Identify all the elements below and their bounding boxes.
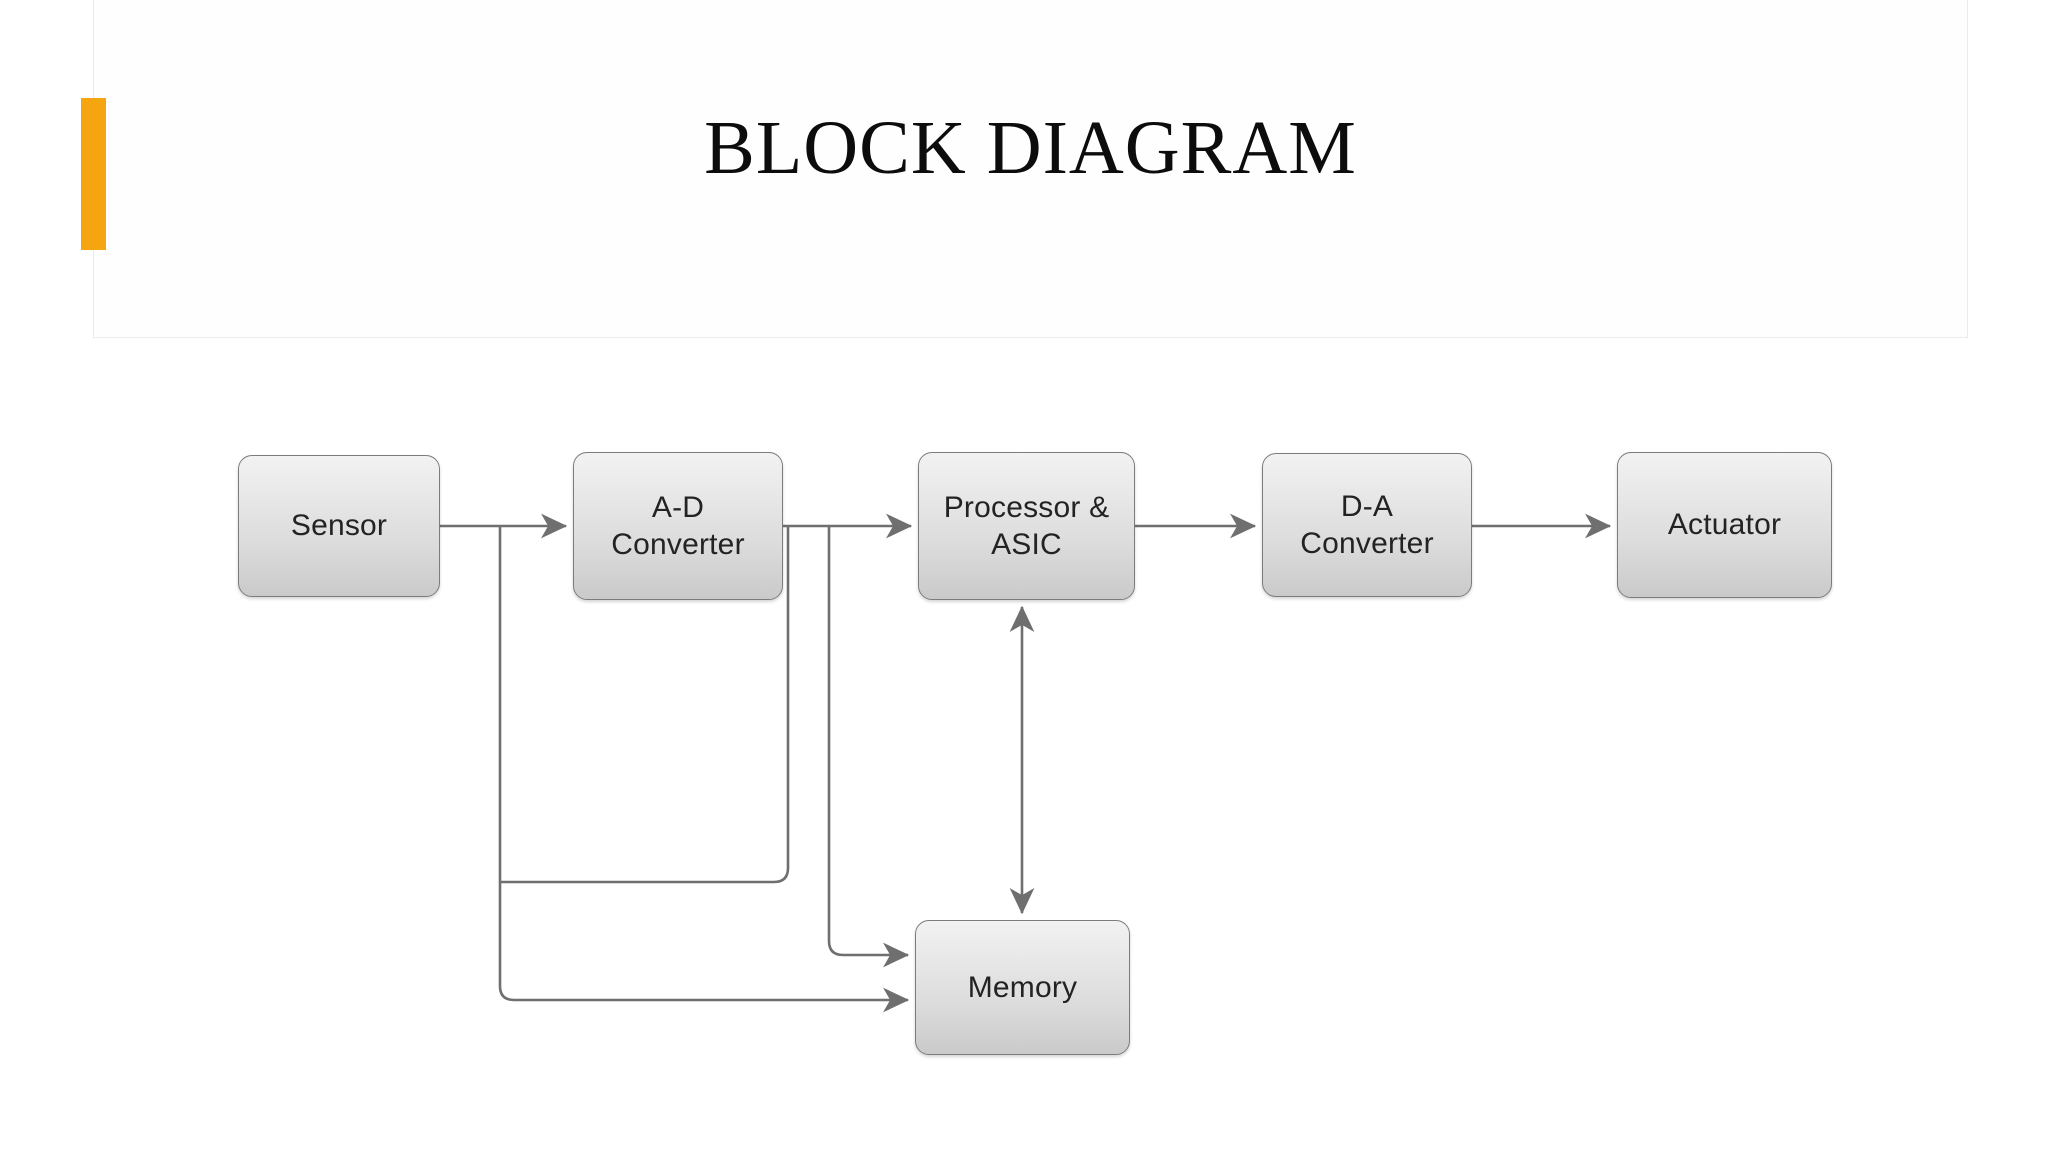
edge-adc-to-memory <box>827 526 910 968</box>
block-processor-asic-line1: Processor & <box>943 490 1110 524</box>
block-memory[interactable]: Memory <box>915 920 1130 1055</box>
block-da-converter[interactable]: D-A Converter <box>1262 453 1472 597</box>
block-memory-line1: Memory <box>967 970 1078 1004</box>
block-actuator-line1: Actuator <box>1667 508 1782 542</box>
block-da-converter-line1: D-A <box>1340 489 1394 523</box>
accent-bar <box>81 98 106 250</box>
block-da-converter-line2: Converter <box>1300 527 1434 560</box>
block-ad-converter-line2: Converter <box>611 528 745 561</box>
title-card <box>93 0 1968 338</box>
block-sensor[interactable]: Sensor <box>238 455 440 597</box>
page-title: BLOCK DIAGRAM <box>704 106 1357 190</box>
block-ad-converter[interactable]: A-D Converter <box>573 452 783 600</box>
block-sensor-line1: Sensor <box>290 509 388 543</box>
block-ad-converter-line1: A-D <box>651 490 705 524</box>
block-actuator[interactable]: Actuator <box>1617 452 1832 598</box>
block-processor-asic-line2: ASIC <box>991 528 1062 561</box>
block-processor-asic[interactable]: Processor & ASIC <box>918 452 1135 600</box>
